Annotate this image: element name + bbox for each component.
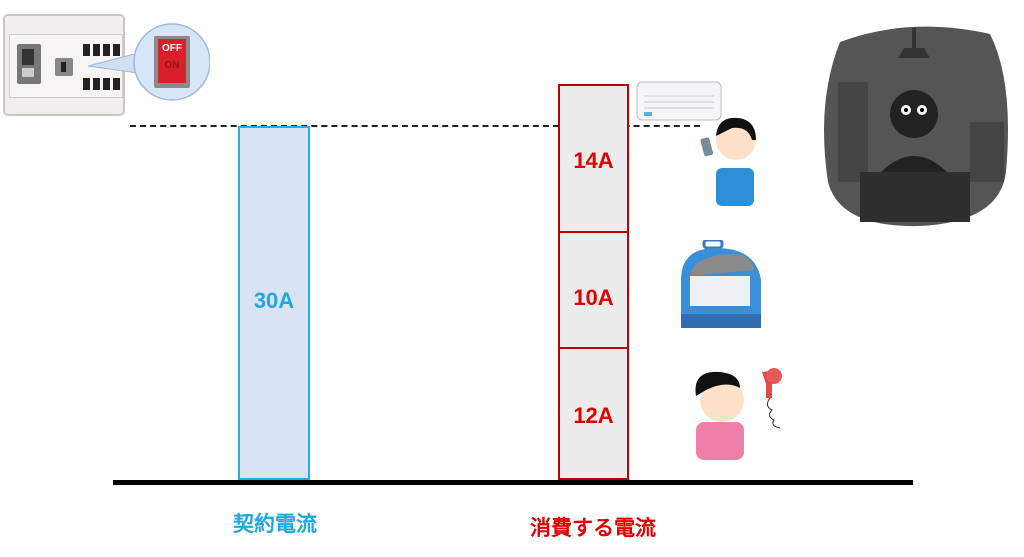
- consumption-value: 12A: [573, 403, 614, 428]
- air-conditioner-illustration: [636, 81, 756, 206]
- breaker-switch: OFF ON: [154, 36, 190, 88]
- breaker-panel-illustration: [3, 14, 125, 116]
- consumption-value: 14A: [573, 148, 614, 173]
- switch-off-label: OFF: [162, 43, 182, 54]
- blackout-scene-illustration: [824, 26, 1008, 227]
- switch-on-label: ON: [164, 60, 180, 71]
- contract-current-caption: 契約電流: [233, 512, 317, 536]
- consumption-block-dish-dryer: 10A: [558, 231, 629, 349]
- contract-current-bar: 30A: [238, 126, 310, 480]
- limit-dashed-line: [130, 125, 700, 127]
- consumption-value: 10A: [573, 285, 614, 310]
- consumed-current-caption: 消費する電流: [530, 516, 656, 540]
- consumption-block-aircon: 14A: [558, 84, 629, 233]
- contract-current-value: 30A: [253, 288, 295, 313]
- hair-dryer-person-illustration: [695, 368, 782, 460]
- dish-dryer-illustration: [681, 240, 761, 328]
- baseline: [113, 480, 913, 485]
- magnifier-callout: [87, 23, 210, 101]
- consumption-block-hair-dryer: 12A: [558, 347, 629, 480]
